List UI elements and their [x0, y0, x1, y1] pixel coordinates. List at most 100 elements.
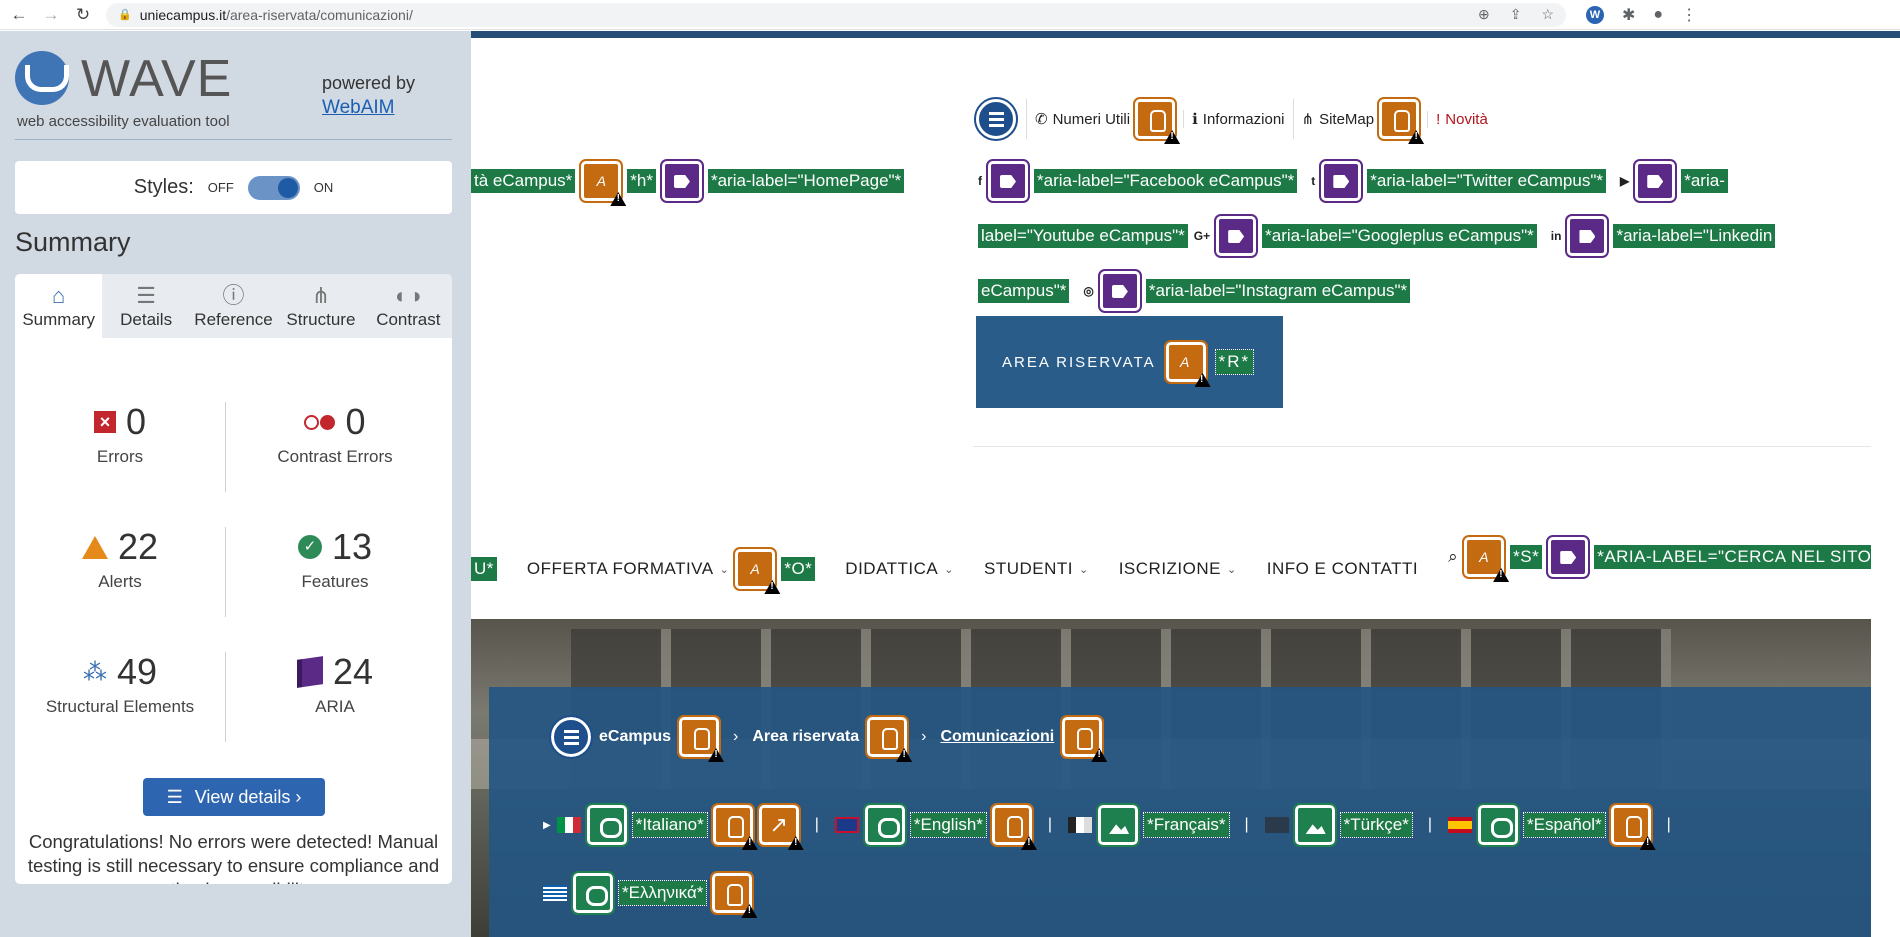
contrast-error-icon — [304, 414, 336, 430]
sitemap-label: SiteMap — [1319, 110, 1375, 128]
wave-alert-icon[interactable]: A — [1462, 535, 1507, 579]
stat-features[interactable]: ✓13 Features — [235, 526, 435, 592]
menu-kebab-icon[interactable]: ⋮ — [1681, 6, 1698, 24]
stat-contrast-errors[interactable]: 0 Contrast Errors — [235, 401, 435, 467]
menu-didattica[interactable]: DIDATTICA⌄ — [845, 559, 954, 579]
bookmark-star-icon[interactable]: ☆ — [1541, 6, 1554, 22]
aria-tag-icon[interactable] — [1633, 159, 1678, 203]
stat-alerts[interactable]: 22 Alerts — [20, 526, 220, 592]
tab-summary[interactable]: ⌂Summary — [15, 274, 103, 338]
aria-tag-icon[interactable] — [1097, 269, 1142, 313]
lang-ellinika[interactable]: *Ελληνικά* — [617, 880, 708, 906]
linkedin-icon[interactable]: in — [1550, 229, 1562, 243]
list-icon[interactable] — [974, 97, 1018, 141]
aria-tag-icon[interactable] — [1319, 159, 1364, 203]
back-icon[interactable]: ← — [10, 4, 28, 24]
share-icon[interactable]: ⇪ — [1509, 6, 1522, 22]
breadcrumb-current[interactable]: Comunicazioni — [940, 728, 1055, 745]
view-details-button[interactable]: ☰ View details › — [143, 778, 325, 816]
wave-extension-icon[interactable]: W — [1586, 5, 1604, 24]
stat-errors[interactable]: ×0 Errors — [20, 401, 220, 467]
separator: | — [1047, 816, 1053, 833]
alerts-label: Alerts — [98, 572, 142, 591]
alerts-count: 22 — [117, 526, 159, 567]
tab-contrast[interactable]: ◐◑Contrast — [365, 274, 452, 338]
wave-alert-icon[interactable]: A — [579, 159, 624, 203]
wave-alert-icon[interactable] — [710, 871, 755, 915]
search-button[interactable]: ⌕A*S**ARIA-LABEL="CERCA NEL SITO"* — [1448, 535, 1890, 579]
wave-alert-icon[interactable]: A — [733, 547, 778, 591]
wave-alert-icon[interactable] — [989, 803, 1034, 847]
breadcrumb-area[interactable]: Area riservata — [752, 728, 860, 745]
wave-alert-icon[interactable] — [1060, 715, 1105, 759]
wave-alert-icon[interactable] — [677, 715, 722, 759]
lang-english[interactable]: *English* — [909, 812, 987, 838]
aria-tag-icon[interactable] — [659, 159, 704, 203]
aria-tag-icon[interactable] — [986, 159, 1030, 203]
lang-francais[interactable]: *Français* — [1143, 812, 1230, 838]
lang-turkce[interactable]: *Türkçe* — [1339, 812, 1413, 838]
menu-label: DIDATTICA — [845, 559, 939, 578]
menu-offerta-formativa[interactable]: OFFERTA FORMATIVA⌄A*O* — [527, 547, 817, 591]
numeri-utili-link[interactable]: ✆Numeri Utili — [1026, 97, 1183, 141]
tab-details[interactable]: ☰Details — [102, 274, 189, 338]
list-icon[interactable] — [549, 715, 593, 759]
reload-icon[interactable]: ↻ — [75, 4, 91, 24]
wave-alert-icon[interactable] — [1608, 803, 1653, 847]
googleplus-icon[interactable]: G+ — [1193, 229, 1211, 243]
sitemap-link[interactable]: ⋔SiteMap — [1292, 97, 1428, 141]
stat-aria[interactable]: 24 ARIA — [235, 651, 435, 717]
menu-info-contatti[interactable]: INFO E CONTATTI — [1267, 559, 1418, 579]
facebook-icon[interactable]: f — [978, 174, 982, 188]
aria-tag-icon[interactable] — [1546, 535, 1591, 579]
wave-image-icon[interactable] — [1292, 803, 1337, 847]
lang-espanol[interactable]: *Español* — [1523, 812, 1606, 838]
lock-icon[interactable]: 🔒 — [118, 9, 132, 21]
forward-icon[interactable]: → — [42, 4, 60, 24]
webaim-link[interactable]: WebAIM — [322, 97, 395, 118]
wave-alert-icon[interactable]: A — [1163, 340, 1208, 384]
aria-tag-icon[interactable] — [1214, 214, 1259, 258]
separator: | — [814, 816, 819, 833]
address-bar[interactable]: 🔒 uniecampus.it/area-riservata/comunicaz… — [106, 2, 1566, 27]
extensions-puzzle-icon[interactable]: ✱ — [1622, 6, 1636, 24]
wave-alert-icon[interactable] — [710, 803, 755, 847]
wave-alert-icon[interactable] — [865, 715, 910, 759]
googleplus-aria-label: *aria-label="Googleplus eCampus"* — [1261, 223, 1538, 249]
stat-structural[interactable]: ⁂49 Structural Elements — [20, 651, 220, 717]
styles-toggle[interactable] — [247, 175, 300, 200]
twitter-icon[interactable]: t — [1311, 174, 1316, 188]
instagram-icon[interactable]: ◎ — [1083, 284, 1094, 298]
feature-check-icon: ✓ — [297, 535, 322, 559]
wave-link-icon[interactable] — [571, 871, 615, 915]
tab-structure[interactable]: ⋔Structure — [277, 274, 364, 338]
wave-link-icon[interactable] — [1476, 803, 1520, 847]
youtube-aria-label-part1: *aria- — [1680, 168, 1729, 194]
menu-iscrizione[interactable]: ISCRIZIONE⌄ — [1119, 559, 1237, 579]
info-icon: ⓘ — [222, 283, 245, 308]
area-riservata-button[interactable]: AREA RISERVATA A *R* — [976, 316, 1283, 408]
aria-tag-icon[interactable] — [1565, 214, 1610, 258]
aria-label: ARIA — [315, 697, 355, 716]
contrast-label: Contrast Errors — [277, 447, 393, 466]
zoom-icon[interactable]: ⊕ — [1477, 6, 1490, 22]
wave-alert-icon[interactable] — [1133, 97, 1178, 141]
list-icon: ☰ — [136, 283, 156, 308]
divider — [973, 446, 1873, 447]
youtube-icon[interactable]: ▶ — [1620, 174, 1630, 188]
lang-italiano[interactable]: *Italiano* — [631, 812, 708, 838]
social-row-3: eCampus"* ◎ *aria-label="Instagram eCamp… — [976, 269, 1412, 313]
wave-link-icon[interactable] — [584, 803, 629, 847]
profile-avatar-icon[interactable]: ● — [1653, 5, 1664, 23]
structural-label: Structural Elements — [45, 697, 195, 716]
novita-link[interactable]: !Novità — [1427, 110, 1496, 128]
wave-image-icon[interactable] — [1096, 803, 1141, 847]
wave-link-icon[interactable] — [862, 803, 907, 847]
wave-alert-icon[interactable] — [1377, 97, 1422, 141]
styles-label: Styles: — [133, 176, 194, 198]
wave-redirect-icon[interactable]: ↗ — [756, 803, 801, 847]
menu-studenti[interactable]: STUDENTI⌄ — [984, 559, 1089, 579]
breadcrumb-home[interactable]: eCampus — [599, 728, 672, 745]
